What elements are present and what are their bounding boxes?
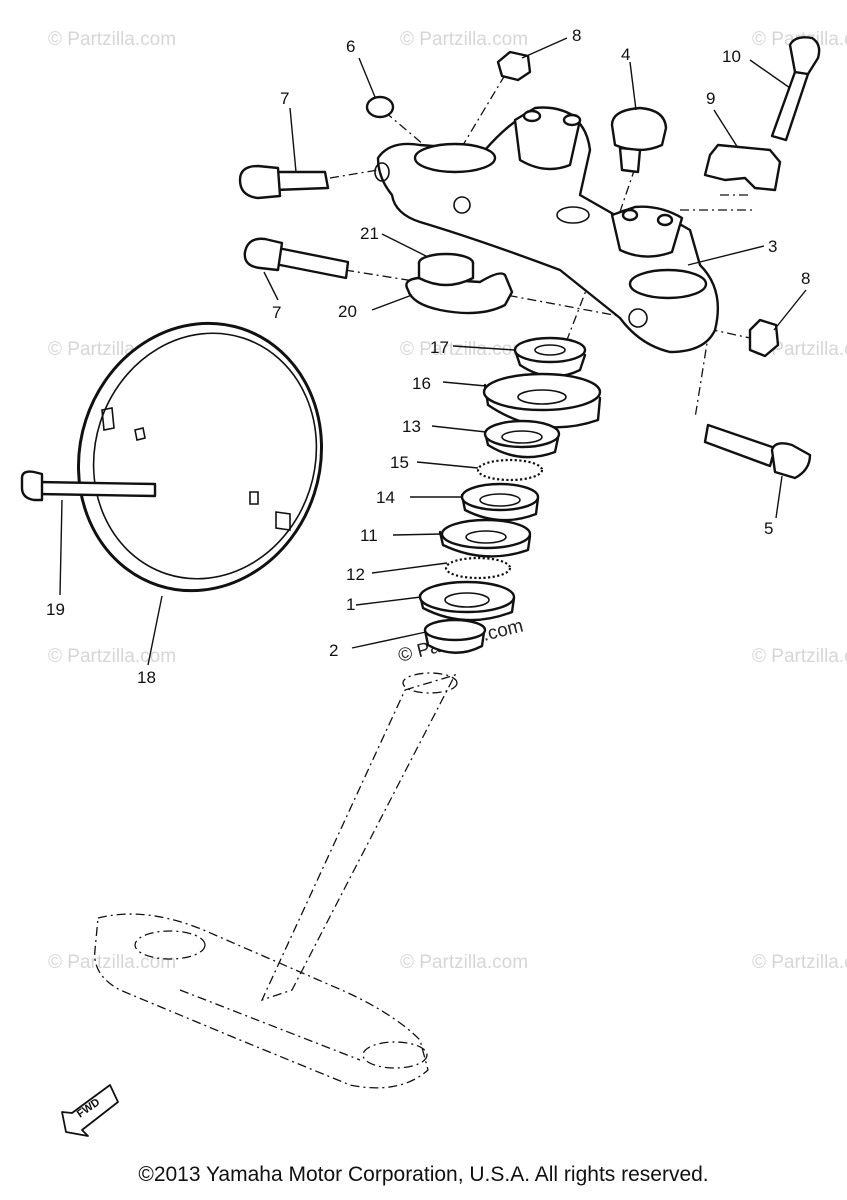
callout-7: 7 [272, 303, 281, 322]
callout-1: 1 [346, 595, 355, 614]
clamp-9 [703, 143, 782, 192]
race-1 [418, 580, 516, 622]
watermark: © Partzilla.com [752, 646, 847, 667]
callout-7: 7 [280, 89, 289, 108]
seal-2 [423, 618, 487, 654]
callout-4: 4 [621, 45, 630, 64]
nut-6 [365, 95, 395, 119]
nut-8-right [748, 318, 780, 358]
callout-13: 13 [402, 417, 421, 436]
fwd-arrow: FWD [61, 1084, 119, 1137]
nut-8-top [496, 50, 532, 82]
callouts: 1 2 3 4 5 6 7 7 8 8 9 10 11 12 13 14 15 … [46, 26, 810, 687]
callout-5: 5 [764, 519, 773, 538]
steering-stem [94, 672, 458, 1089]
race-14 [460, 482, 540, 522]
callout-17: 17 [430, 338, 449, 357]
screw-19 [20, 470, 157, 502]
callout-12: 12 [346, 565, 365, 584]
watermark: © Partzilla.com [400, 952, 528, 973]
race-11 [438, 518, 532, 558]
callout-6: 6 [346, 37, 355, 56]
callout-16: 16 [412, 374, 431, 393]
bolt-7-lower [243, 237, 350, 280]
watermark: © Partzilla.com [400, 29, 528, 50]
bolt-4 [610, 106, 668, 174]
watermark: © Partzilla.com [48, 646, 176, 667]
collar-21 [417, 252, 475, 287]
washer-16 [482, 372, 602, 429]
copyright-notice: ©2013 Yamaha Motor Corporation, U.S.A. A… [138, 1163, 709, 1186]
callout-11: 11 [360, 526, 378, 545]
callout-9: 9 [706, 89, 715, 108]
watermark: © Partzilla.com [752, 952, 847, 973]
ball-bearing-12 [444, 556, 512, 580]
bolt-5 [703, 423, 812, 480]
ring-nut-17 [513, 336, 587, 378]
leader-lines [59, 37, 807, 666]
callout-15: 15 [390, 453, 409, 472]
watermark: © Partzilla.com [48, 952, 176, 973]
watermark: © Partzilla.com [400, 339, 528, 360]
ball-bearing-15 [476, 458, 544, 482]
callout-8: 8 [572, 26, 581, 45]
callout-21: 21 [360, 224, 379, 243]
callout-3: 3 [768, 237, 777, 256]
upper-bracket [374, 106, 719, 354]
bearing-stack [418, 336, 602, 654]
headlight-rim-18 [76, 321, 324, 593]
callout-20: 20 [338, 302, 357, 321]
callout-10: 10 [722, 47, 741, 66]
watermark-layer: © Partzilla.com © Partzilla.com © Partzi… [48, 29, 847, 973]
bolt-10 [770, 36, 821, 142]
bolt-7-upper [238, 164, 330, 200]
callout-14: 14 [376, 488, 395, 507]
race-13 [483, 419, 561, 459]
callout-19: 19 [46, 600, 65, 619]
callout-8: 8 [801, 269, 810, 288]
callout-2: 2 [329, 641, 338, 660]
watermark: © Partzilla.com [48, 29, 176, 50]
callout-18: 18 [137, 668, 156, 687]
